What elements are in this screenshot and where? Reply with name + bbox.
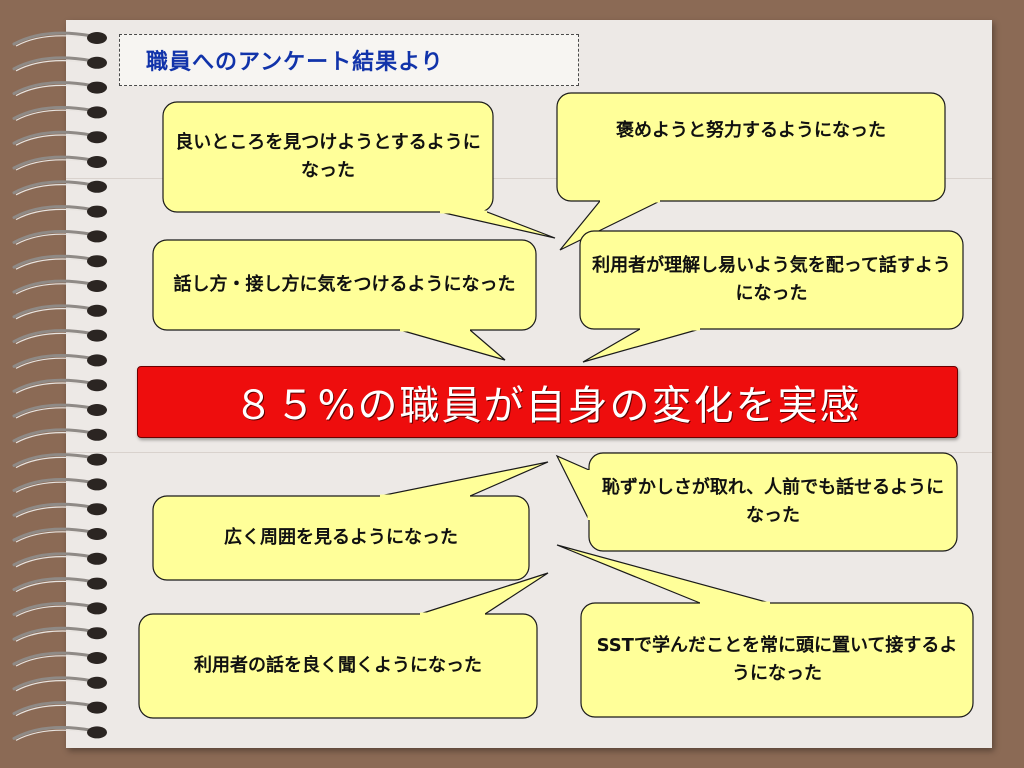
binding-ring [12, 155, 107, 171]
binding-ring [12, 130, 107, 146]
callout-text-5: 恥ずかしさが取れ、人前でも話せるようになった [601, 477, 945, 526]
callout-text-3: 話し方・接し方に気をつけるようになった [173, 274, 516, 295]
page-rule-line [66, 178, 992, 179]
binding-ring [12, 81, 107, 97]
binding-ring [12, 676, 107, 692]
callout-bubble-5 [555, 452, 958, 552]
callout-text-6: 広く周囲を見るようになった [224, 527, 458, 548]
callout-bubble-4 [579, 230, 964, 363]
binding-ring [12, 527, 107, 543]
binding-ring [12, 254, 107, 270]
title-box: 職員へのアンケート結果より [119, 34, 579, 86]
binding-ring [12, 477, 107, 493]
binding-ring [12, 651, 107, 667]
callout-text-7: 利用者の話を良く聞くようになった [194, 655, 482, 676]
callout-text-2: 褒めようと努力するようになった [616, 120, 886, 141]
result-banner-text: ８５%の職員が自身の変化を実感 [233, 383, 862, 429]
binding-ring [12, 626, 107, 642]
callout-bubble-7 [138, 572, 549, 719]
callout-bubble-8 [556, 544, 974, 718]
spiral-binding [12, 31, 107, 741]
binding-ring [12, 304, 107, 320]
binding-ring [12, 205, 107, 221]
binding-ring [12, 31, 107, 47]
callout-text-1: 良いところを見つけようとするようになった [175, 132, 481, 181]
callout-text-8: SSTで学んだことを常に頭に置いて接するようになった [596, 635, 958, 684]
binding-ring [12, 701, 107, 717]
binding-ring [12, 353, 107, 369]
binding-ring [12, 577, 107, 593]
slide-title: 職員へのアンケート結果より [146, 50, 444, 75]
callout-bubble-1 [162, 101, 556, 239]
binding-ring [12, 601, 107, 617]
binding-ring [12, 725, 107, 741]
binding-ring [12, 180, 107, 196]
binding-ring [12, 329, 107, 345]
binding-ring [12, 502, 107, 518]
binding-ring [12, 105, 107, 121]
binding-ring [12, 453, 107, 469]
binding-ring [12, 279, 107, 295]
callout-bubble-6 [152, 461, 549, 581]
binding-ring [12, 378, 107, 394]
callout-text-4: 利用者が理解し易いよう気を配って話すようになった [592, 255, 951, 304]
page-rule-line [66, 452, 992, 453]
result-banner: ８５%の職員が自身の変化を実感 [137, 366, 958, 438]
binding-ring [12, 428, 107, 444]
binding-ring [12, 56, 107, 72]
binding-ring [12, 552, 107, 568]
callout-bubble-3 [152, 239, 537, 361]
binding-ring [12, 403, 107, 419]
binding-ring [12, 229, 107, 245]
